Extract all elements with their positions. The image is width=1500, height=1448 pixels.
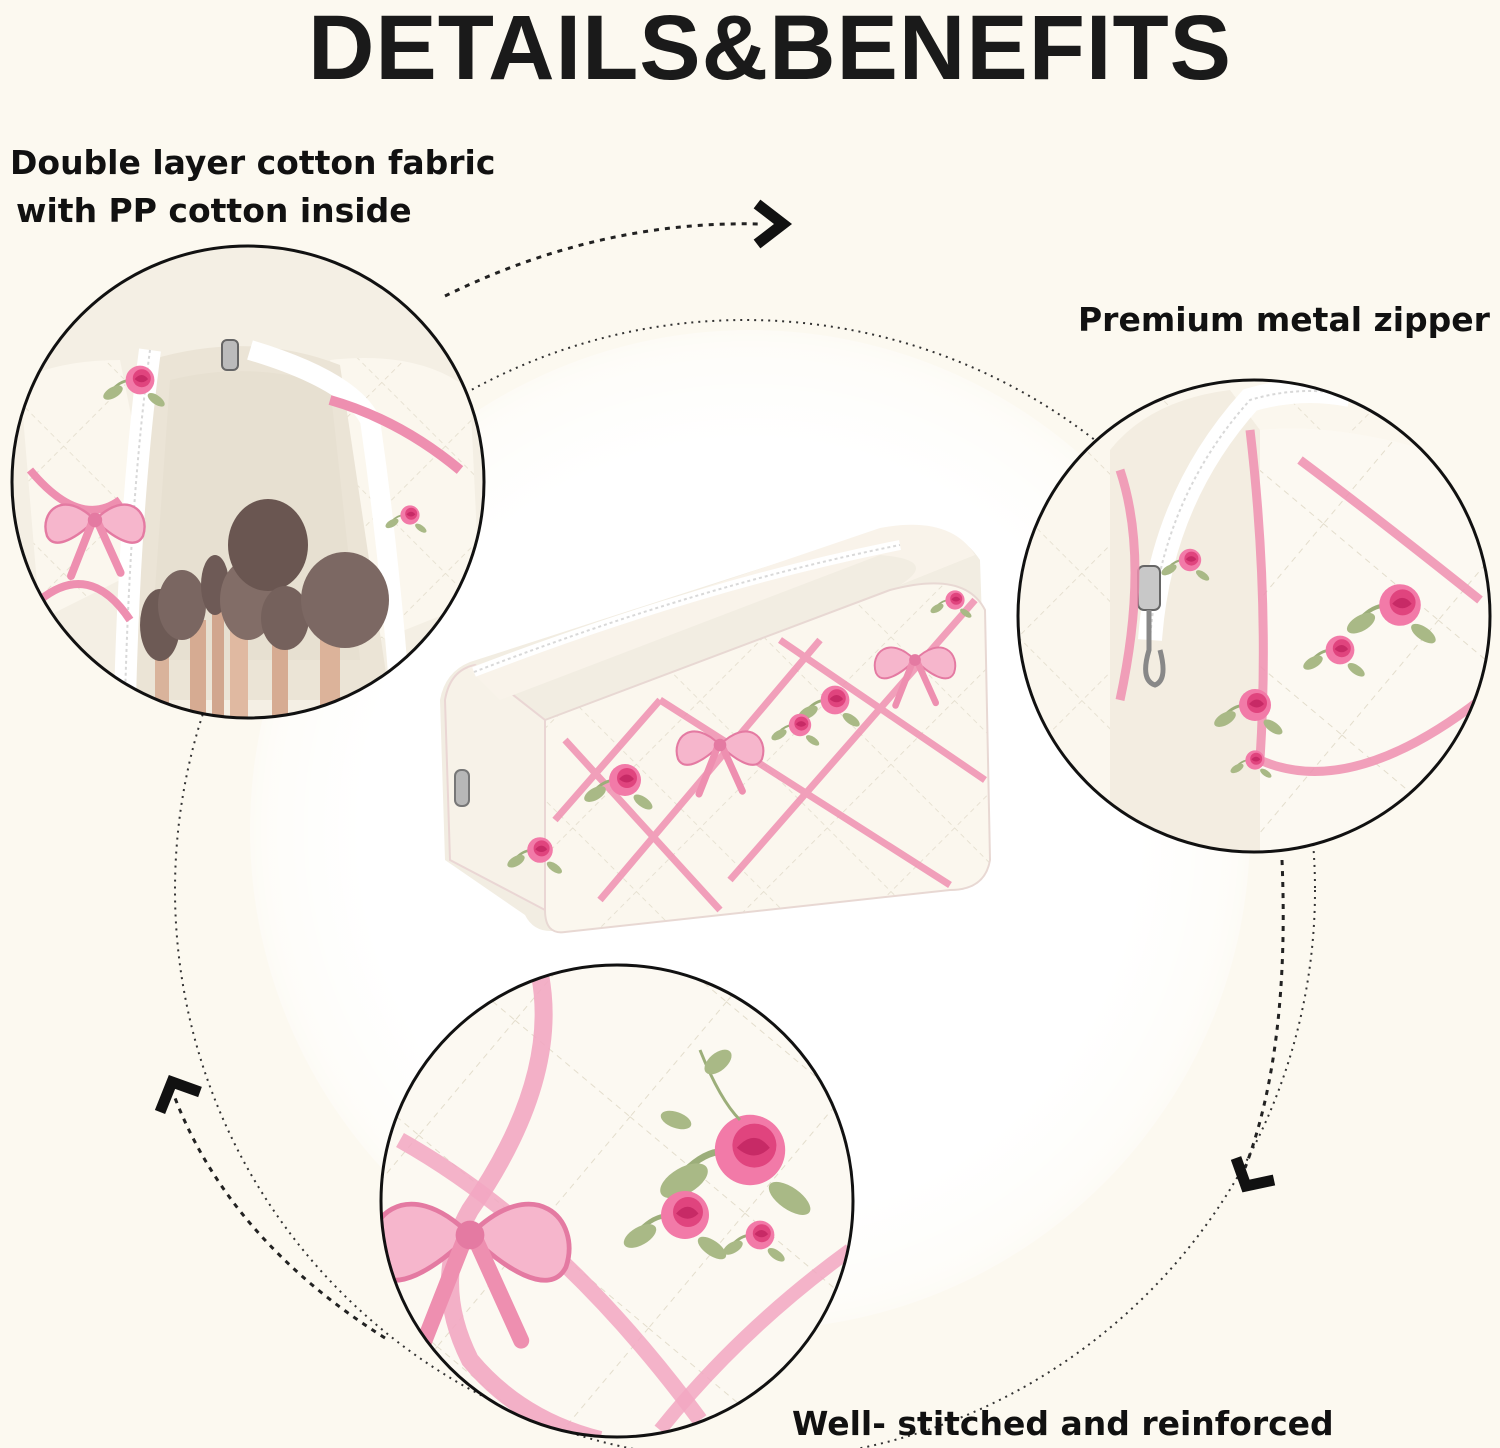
chevron-right-icon <box>753 199 793 249</box>
dotted-arrow-top <box>444 222 761 298</box>
detail-circle-stitching <box>379 963 855 1439</box>
page-title: DETAILS&BENEFITS <box>307 0 1233 99</box>
detail-circle-zipper <box>1016 378 1492 854</box>
feature-fabric-line1: Double layer cotton fabric <box>10 143 496 182</box>
detail-zipper <box>1018 380 1490 852</box>
chevron-down-left-icon <box>1230 1156 1276 1193</box>
dotted-cycle-path <box>174 319 1316 1448</box>
dotted-arrow-right <box>1243 859 1285 1169</box>
chevron-up-left-icon <box>154 1075 202 1115</box>
feature-fabric-line2: with PP cotton inside <box>16 191 412 230</box>
pouch-product <box>440 524 992 934</box>
detail-circle-interior <box>10 244 486 720</box>
feature-stitching: Well- stitched and reinforced <box>792 1404 1334 1443</box>
feature-zipper: Premium metal zipper <box>1078 300 1490 339</box>
detail-fabric-interior <box>12 246 484 718</box>
dotted-arrow-left <box>173 1097 386 1340</box>
detail-stitching <box>381 965 853 1437</box>
